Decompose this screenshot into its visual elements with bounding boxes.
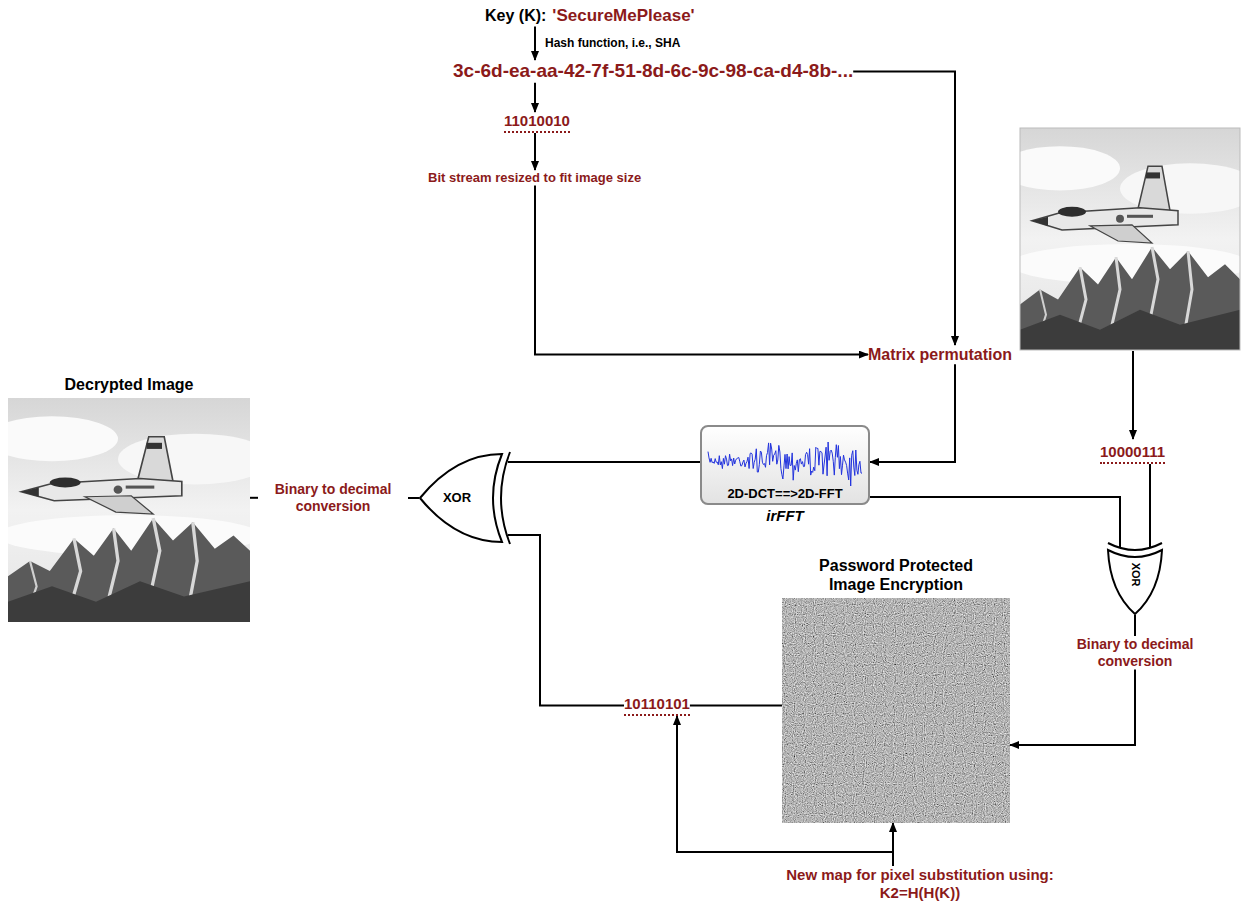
flow-text: 'SecureMePlease' bbox=[552, 6, 694, 26]
connector bbox=[250, 497, 258, 499]
encrypted-noise-image bbox=[782, 598, 1010, 823]
decrypted-image bbox=[0, 398, 272, 622]
connector bbox=[853, 71, 955, 345]
connector bbox=[535, 186, 868, 355]
connector bbox=[677, 716, 893, 866]
xor-gate: XOR bbox=[418, 448, 512, 548]
connector bbox=[408, 497, 419, 499]
connector bbox=[1134, 615, 1136, 636]
gate-outline bbox=[420, 454, 502, 542]
image-arrow bbox=[1132, 351, 1134, 439]
source-image bbox=[1000, 128, 1245, 350]
process-label: Binary to decimal conversion bbox=[1060, 636, 1210, 670]
flow-text: Matrix permutation bbox=[868, 345, 1012, 364]
source-image bbox=[1000, 128, 1245, 350]
flow-text: 10110101 bbox=[624, 695, 690, 716]
connector bbox=[534, 133, 536, 170]
connector bbox=[534, 83, 536, 112]
flow-text: 11010010 bbox=[504, 112, 570, 133]
transform-box-fill bbox=[700, 425, 870, 505]
box-caption: irFFT bbox=[766, 507, 804, 525]
connector bbox=[508, 535, 624, 706]
flow-text: Binary to decimal conversion bbox=[1060, 636, 1210, 670]
connector bbox=[690, 705, 782, 707]
connector bbox=[508, 461, 700, 463]
connector bbox=[892, 823, 894, 866]
gate-label: XOR bbox=[443, 490, 471, 506]
connector bbox=[1010, 670, 1135, 745]
source-image bbox=[1020, 128, 1240, 350]
spectrum-plot bbox=[708, 442, 862, 486]
connector bbox=[1149, 464, 1151, 548]
connector bbox=[870, 497, 1120, 548]
image-heading: Decrypted Image bbox=[65, 375, 194, 394]
bit-sequence: 11010010 bbox=[504, 112, 570, 133]
flow-text: 3c-6d-ea-aa-42-7f-51-8d-6c-9c-98-ca-d4-8… bbox=[453, 60, 853, 83]
transform-box: 2D-DCT==>2D-FFTirFFT bbox=[700, 425, 870, 505]
flow-text: New map for pixel substitution using: K2… bbox=[785, 866, 1055, 902]
flow-text: Key (K): bbox=[485, 6, 546, 25]
bit-sequence: 10000111 bbox=[1100, 443, 1165, 464]
gate-outline bbox=[501, 452, 510, 544]
flow-text: Bit stream resized to fit image size bbox=[428, 170, 641, 186]
connector bbox=[870, 364, 955, 462]
box-text: 2D-DCT==>2D-FFT bbox=[727, 486, 842, 502]
process-label: Binary to decimal conversion bbox=[258, 481, 408, 515]
image-panel: Decrypted Image bbox=[8, 398, 250, 622]
image-panel: Password Protected Image Encryption bbox=[782, 598, 1010, 823]
key-label: Key (K): 'SecureMePlease' bbox=[485, 6, 695, 26]
process-label: Matrix permutation bbox=[868, 345, 1012, 364]
decrypted-image bbox=[0, 398, 272, 622]
flow-text: 10000111 bbox=[1100, 443, 1165, 464]
gate-outline bbox=[1108, 543, 1162, 550]
bit-sequence: 10110101 bbox=[624, 695, 690, 716]
gate-label: XOR bbox=[1128, 563, 1141, 587]
process-label: New map for pixel substitution using: K2… bbox=[785, 866, 1055, 902]
image-heading: Password Protected Image Encryption bbox=[809, 556, 984, 594]
connector bbox=[534, 26, 536, 60]
xor-gate: XOR bbox=[1105, 540, 1165, 615]
gate-outline bbox=[1108, 550, 1162, 614]
edge-label: Hash function, i.e., SHA bbox=[543, 36, 682, 50]
process-label: Bit stream resized to fit image size bbox=[428, 170, 641, 186]
hash-value: 3c-6d-ea-aa-42-7f-51-8d-6c-9c-98-ca-d4-8… bbox=[453, 60, 853, 83]
flow-text: Binary to decimal conversion bbox=[258, 481, 408, 515]
